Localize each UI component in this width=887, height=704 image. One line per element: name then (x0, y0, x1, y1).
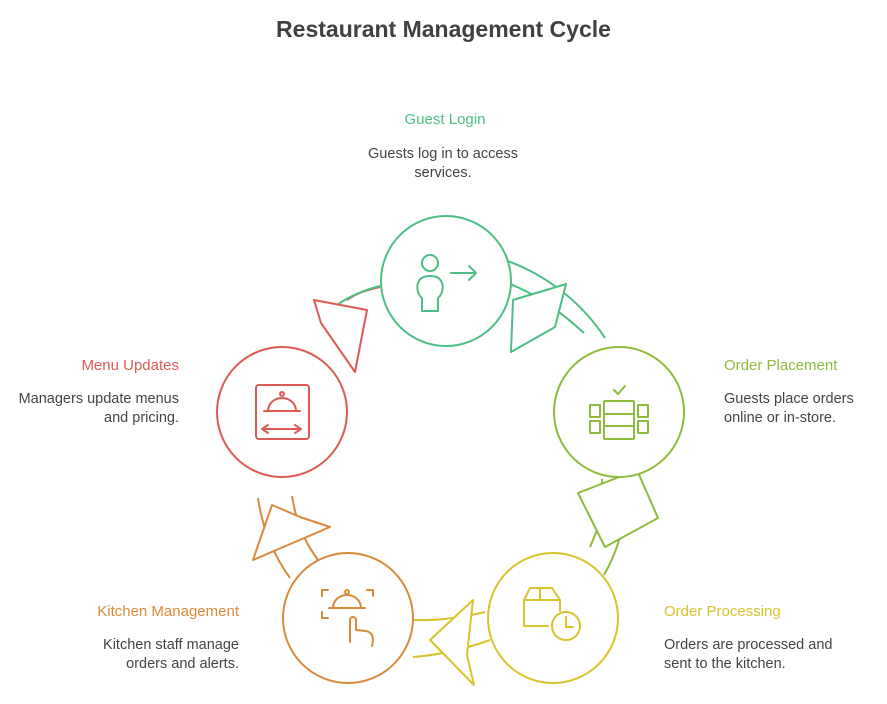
page-title: Restaurant Management Cycle (276, 16, 611, 42)
order-placement-circle (553, 346, 685, 478)
ring-segment-menu-to-login-outer (336, 285, 381, 306)
guest-login-icon (416, 254, 477, 312)
ring-segment-processing-to-kitchen-outer (411, 611, 486, 622)
order-list-icon (589, 385, 649, 440)
order-processing-description: Orders are processed and sent to the kit… (664, 637, 833, 672)
order-placement-title: Order Placement (724, 357, 838, 374)
arrow-menu-updates-to-guest-login (313, 299, 368, 373)
guest-login-description: Guests log in to access services. (368, 146, 518, 181)
arrow-order-placement-to-order-processing (577, 469, 659, 548)
order-processing-circle (487, 552, 619, 684)
guest-login-circle (380, 215, 512, 347)
guest-login-title: Guest Login (404, 111, 486, 128)
arrow-guest-login-to-order-placement (510, 283, 567, 353)
menu-updates-description: Managers update menus and pricing. (18, 391, 179, 426)
touch-cloche-icon (321, 589, 374, 647)
order-placement-description: Guests place orders online or in-store. (724, 391, 854, 426)
kitchen-management-circle (282, 552, 414, 684)
box-clock-icon (523, 587, 581, 641)
kitchen-management-description: Kitchen staff manage orders and alerts. (103, 637, 239, 672)
arrow-kitchen-management-to-menu-updates (252, 504, 331, 561)
menu-cloche-icon (255, 384, 310, 440)
menu-updates-title: Menu Updates (81, 357, 179, 374)
arrow-order-processing-to-kitchen-management (429, 599, 475, 686)
kitchen-management-title: Kitchen Management (97, 603, 239, 620)
order-processing-title: Order Processing (664, 603, 781, 620)
ring-segment-menu-to-login (346, 286, 381, 301)
